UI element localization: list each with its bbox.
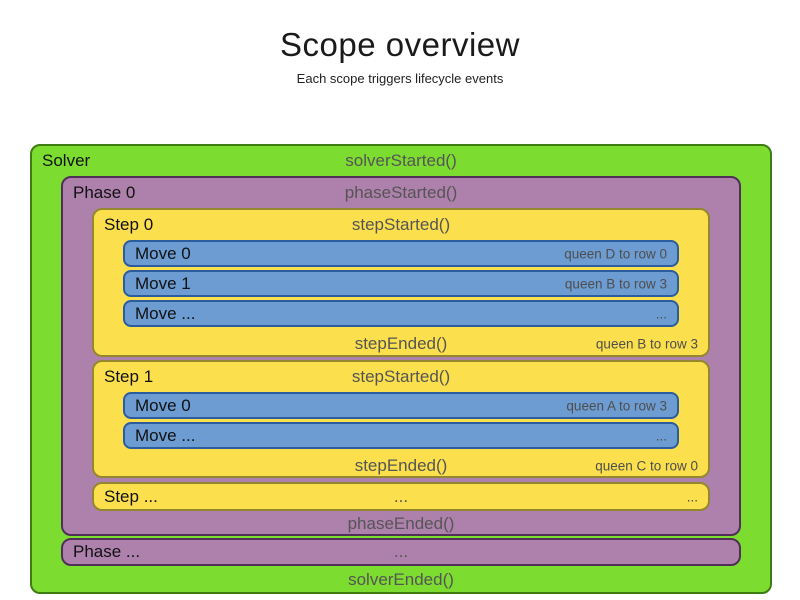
step-1-header-row: Step 1 stepStarted() [94, 362, 708, 392]
step-0-scope-box: Step 0 stepStarted() Move 0 queen D to r… [92, 208, 710, 357]
phase-more-center-ellipsis: ... [393, 542, 409, 561]
move-label: Move ... [135, 425, 196, 445]
move-label: Move ... [135, 303, 196, 323]
solver-scope-box: Solver solverStarted() Phase 0 phaseStar… [30, 144, 772, 594]
move-note: ... [655, 306, 667, 321]
step-1-label: Step 1 [104, 367, 154, 386]
move-note: queen D to row 0 [564, 246, 667, 261]
step-more-center-ellipsis: ... [393, 486, 409, 506]
move-label: Move 0 [135, 395, 191, 415]
page-subtitle: Each scope triggers lifecycle events [296, 71, 504, 86]
step-0-label: Step 0 [104, 215, 154, 234]
move-note: ... [655, 428, 667, 443]
phase-more-label: Phase ... [73, 542, 141, 561]
step-1-move-0-box: Move 0 queen A to row 3 [123, 392, 679, 419]
phase-ended-event: phaseEnded() [347, 513, 455, 533]
move-row: Move ... ... [125, 302, 677, 325]
solver-header-row: Solver solverStarted() [32, 146, 770, 176]
step-0-move-0-box: Move 0 queen D to row 0 [123, 240, 679, 267]
step-more-right-ellipsis: ... [686, 489, 698, 504]
move-note: queen B to row 3 [564, 276, 667, 291]
step-more-scope-box: Step ... ... ... [92, 482, 710, 511]
solver-footer-row: solverEnded() [32, 566, 770, 594]
move-row: Move ... ... [125, 424, 677, 447]
solver-label: Solver [42, 151, 91, 170]
step-0-move-more-box: Move ... ... [123, 300, 679, 327]
step-0-ended-note: queen B to row 3 [595, 336, 698, 351]
move-label: Move 1 [135, 273, 191, 293]
scope-overview-diagram: Scope overview Each scope triggers lifec… [0, 26, 800, 600]
phase-0-label: Phase 0 [73, 183, 136, 202]
move-row: Move 1 queen B to row 3 [125, 272, 677, 295]
step-0-ended-event: stepEnded() [354, 333, 448, 353]
phase-0-header-row: Phase 0 phaseStarted() [63, 178, 739, 208]
step-more-row: Step ... ... ... [94, 484, 708, 509]
phase-0-footer-row: phaseEnded() [63, 511, 739, 536]
step-1-ended-note: queen C to row 0 [595, 458, 698, 473]
step-1-scope-box: Step 1 stepStarted() Move 0 queen A to r… [92, 360, 710, 478]
solver-started-event: solverStarted() [345, 151, 457, 170]
step-1-move-more-box: Move ... ... [123, 422, 679, 449]
move-row: Move 0 queen A to row 3 [125, 394, 677, 417]
move-row: Move 0 queen D to row 0 [125, 242, 677, 265]
step-1-ended-event: stepEnded() [354, 455, 448, 475]
step-0-move-1-box: Move 1 queen B to row 3 [123, 270, 679, 297]
move-label: Move 0 [135, 243, 191, 263]
solver-ended-event: solverEnded() [348, 570, 454, 589]
page-title: Scope overview [280, 26, 520, 63]
step-1-started-event: stepStarted() [351, 367, 451, 386]
step-1-footer-row: stepEnded() queen C to row 0 [94, 452, 708, 479]
phase-started-event: phaseStarted() [344, 183, 458, 202]
move-note: queen A to row 3 [566, 398, 667, 413]
step-0-footer-row: stepEnded() queen B to row 3 [94, 330, 708, 357]
phase-more-row: Phase ... ... [63, 540, 739, 564]
phase-more-scope-box: Phase ... ... [61, 538, 741, 566]
phase-0-scope-box: Phase 0 phaseStarted() Step 0 stepStarte… [61, 176, 741, 536]
step-0-started-event: stepStarted() [351, 215, 451, 234]
step-more-label: Step ... [104, 486, 158, 506]
step-0-header-row: Step 0 stepStarted() [94, 210, 708, 240]
